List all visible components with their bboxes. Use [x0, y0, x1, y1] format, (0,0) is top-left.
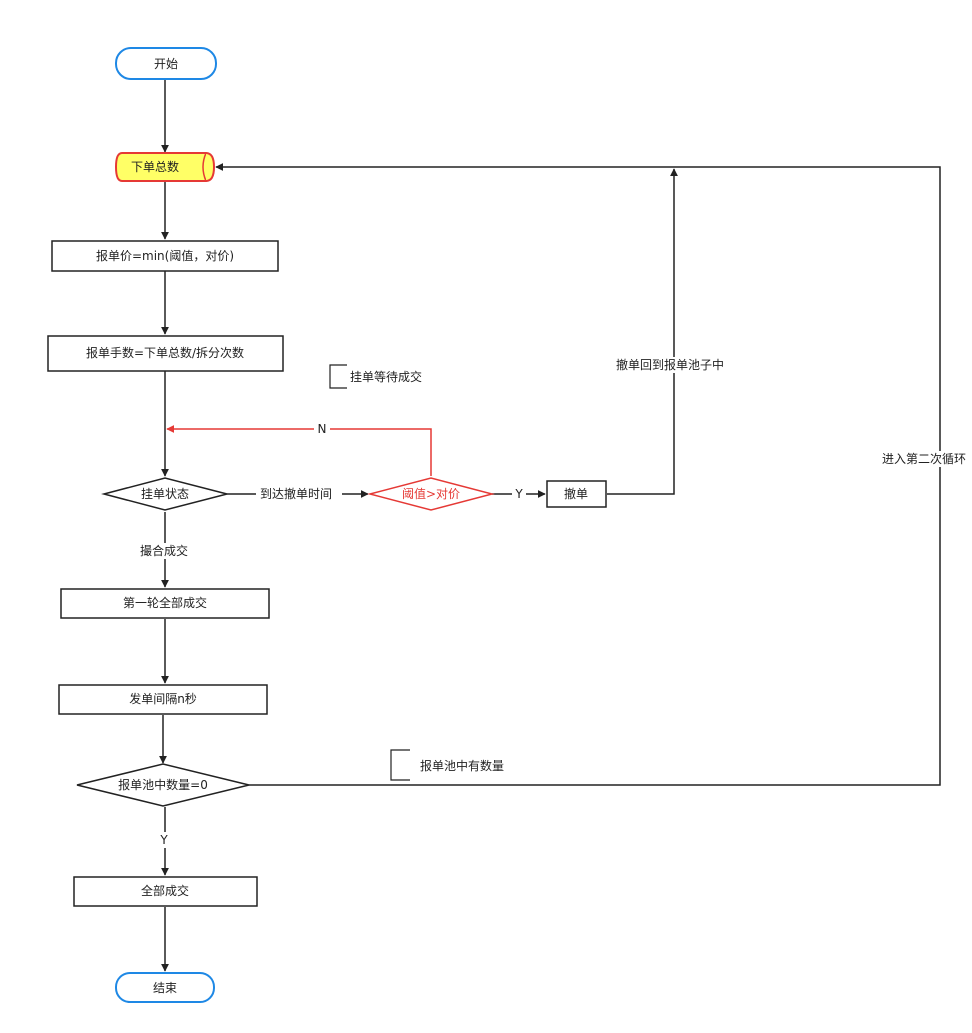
- annotation-waiting-fill: 挂单等待成交: [350, 369, 422, 384]
- edge-labels: 到达撤单时间 N Y 撮合成交 撤单回到报单池子中 进入第二次循环 Y: [138, 357, 972, 848]
- cancel-label: 撤单: [564, 486, 588, 501]
- order-price-node: [51, 240, 279, 272]
- order-status-node: [101, 477, 228, 511]
- end-label: 结束: [153, 981, 177, 995]
- send-interval-label: 发单间隔n秒: [129, 691, 197, 706]
- first-round-filled-label: 第一轮全部成交: [123, 595, 207, 610]
- annotation-pool-has-quantity: 报单池中有数量: [420, 758, 504, 773]
- total-orders-label: 下单总数: [131, 159, 179, 174]
- label-yes-pool: Y: [159, 833, 168, 847]
- edge-threshold-no: [166, 425, 432, 476]
- all-filled-label: 全部成交: [141, 883, 189, 898]
- start-label: 开始: [154, 57, 178, 71]
- order-lots-node: [47, 335, 284, 372]
- connectors: [159, 80, 941, 972]
- order-price-label: 报单价=min(阈值，对价): [96, 248, 234, 263]
- edge-pool-loop: [215, 163, 941, 786]
- label-matched-filled: 撮合成交: [140, 543, 188, 558]
- send-interval-node: [58, 684, 268, 715]
- threshold-check-label: 阈值>对价: [402, 486, 460, 501]
- order-status-label: 挂单状态: [141, 487, 189, 501]
- all-filled-node: [73, 876, 258, 907]
- total-orders-node: [114, 152, 216, 182]
- end-node: [115, 972, 215, 1003]
- label-no: N: [318, 422, 327, 436]
- pool-check-node: [76, 763, 250, 807]
- pool-check-label: 报单池中数量=0: [118, 777, 208, 792]
- start-node: [115, 47, 217, 80]
- annotation-bracket-pool: [390, 749, 410, 781]
- nodes: 开始 下单总数 报单价=min(阈值，对价) 报单手数=下单总数/拆分次数 挂单…: [47, 47, 607, 1003]
- order-lots-label: 报单手数=下单总数/拆分次数: [86, 345, 244, 360]
- label-yes-threshold: Y: [514, 487, 523, 501]
- cancel-node: [546, 480, 607, 508]
- label-cancel-back-to-pool: 撤单回到报单池子中: [616, 357, 724, 372]
- edge-cancel-to-total: [607, 168, 678, 495]
- label-reach-cancel-time: 到达撤单时间: [260, 486, 332, 501]
- threshold-check-node: [367, 477, 495, 511]
- label-enter-second-loop: 进入第二次循环: [882, 452, 966, 466]
- first-round-filled-node: [60, 588, 270, 619]
- annotations: 挂单等待成交 报单池中有数量: [329, 364, 504, 781]
- annotation-bracket-waiting: [329, 364, 347, 389]
